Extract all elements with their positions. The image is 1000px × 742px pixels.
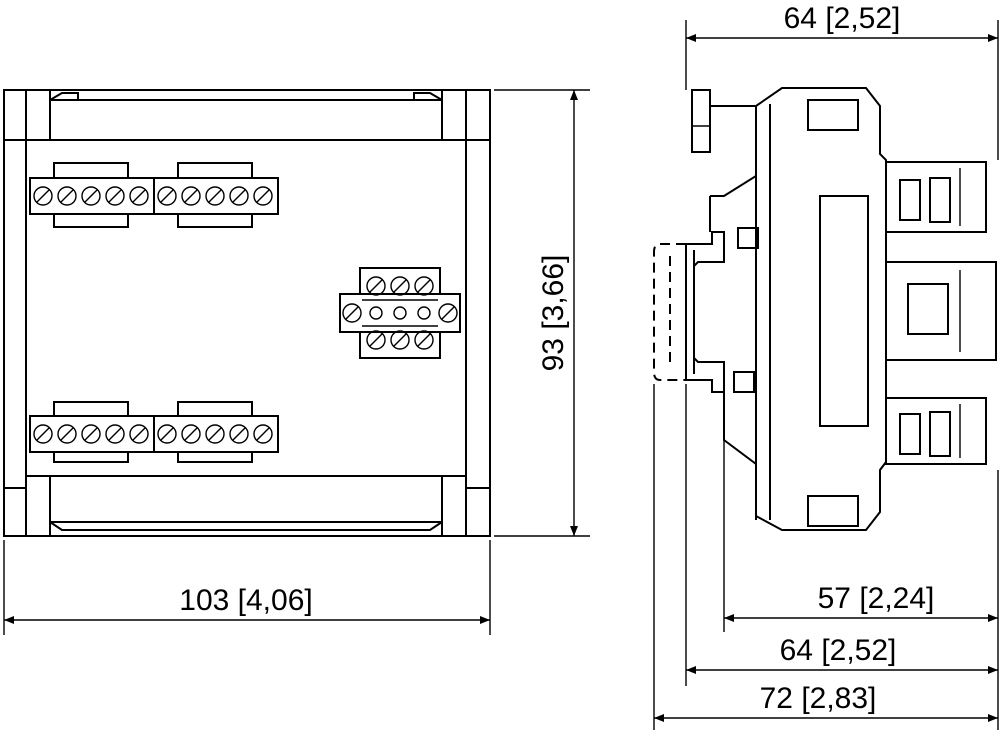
front-height-label: 93 [3,66] — [537, 255, 570, 372]
front-top-bar-tabs — [49, 92, 443, 101]
front-bottom-right-block — [441, 475, 467, 537]
side-window-lower — [733, 371, 755, 393]
side-body-depth-dimension: 57 [2,24] — [723, 440, 999, 730]
front-housing-outline — [3, 89, 491, 537]
front-height-dimension: 93 [3,66] — [494, 89, 590, 537]
base-lower — [723, 392, 757, 520]
side-top-width-dimension: 64 [2,52] — [685, 2, 999, 160]
rail-clip-lower — [686, 357, 725, 393]
front-bottom-left-block — [25, 475, 51, 537]
front-top-right-block — [441, 89, 467, 141]
terminal-block-top-left — [29, 162, 155, 228]
module-label-plate — [819, 195, 869, 427]
side-window-upper — [737, 227, 759, 249]
module-front-edge — [755, 104, 771, 520]
terminal-block-bottom-right — [153, 401, 279, 463]
center-connector — [339, 267, 461, 359]
terminal-block-top-right — [153, 162, 279, 228]
module-top-window — [807, 99, 859, 131]
side-view — [653, 87, 997, 531]
front-top-left-block — [25, 89, 51, 141]
rail-clip — [685, 231, 725, 380]
side-total-depth-label: 72 [2,83] — [760, 682, 877, 715]
din-rail-dashed — [653, 243, 686, 381]
mounting-latch — [691, 89, 711, 153]
front-view — [3, 89, 491, 537]
front-width-dimension: 103 [4,06] — [3, 540, 491, 635]
side-rail-depth-label: 64 [2,52] — [780, 634, 897, 667]
base-upper — [709, 105, 757, 232]
terminal-block-bottom-left — [29, 401, 155, 463]
side-rail-depth-dimension: 64 [2,52] — [685, 384, 998, 686]
side-total-depth-dimension: 72 [2,83] — [653, 384, 998, 730]
side-body-depth-label: 57 [2,24] — [818, 582, 935, 615]
front-bottom-bar-lip — [49, 521, 443, 531]
front-width-label: 103 [4,06] — [179, 584, 312, 617]
side-top-width-label: 64 [2,52] — [784, 2, 901, 35]
side-connector-middle — [885, 261, 997, 361]
module-bottom-window — [807, 495, 859, 527]
side-connector-top — [885, 161, 987, 233]
side-connector-bottom — [885, 397, 987, 465]
